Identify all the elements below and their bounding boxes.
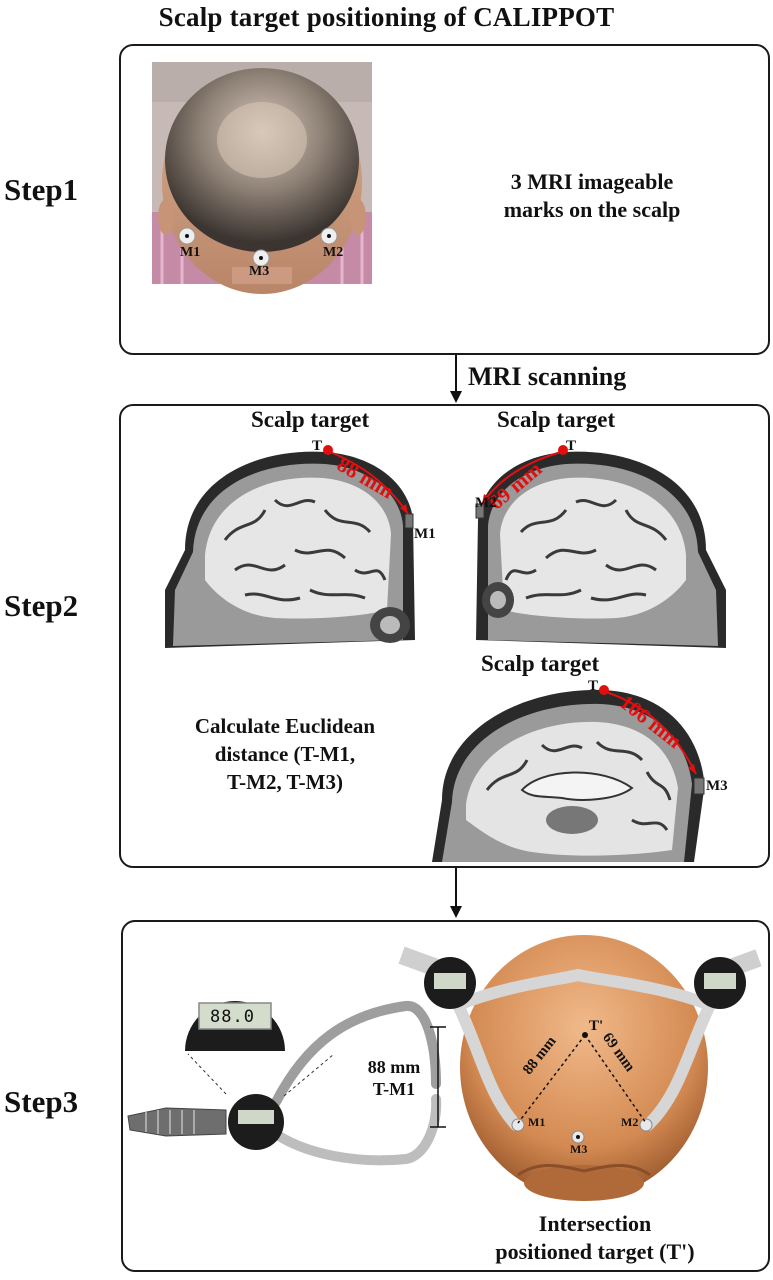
mri-scanning-label: MRI scanning <box>468 362 627 391</box>
step2-brain-left <box>165 440 425 648</box>
step2-caption-line1: Calculate Euclidean <box>194 714 376 738</box>
step2-right-distance-arrow <box>481 445 568 505</box>
step1-caption-line1: 3 MRI imageable <box>510 169 674 194</box>
step2-label: Step2 <box>4 588 79 623</box>
step2-left-scalp-target: Scalp target <box>251 407 370 432</box>
step3-mark-m1: M1 <box>528 1115 546 1129</box>
step2-bottom-mark: M3 <box>706 778 728 794</box>
step2-brain-right <box>470 440 726 648</box>
step3-label: Step3 <box>4 1084 79 1119</box>
step3-measure-line2: T-M1 <box>372 1079 416 1099</box>
step3-head-model <box>398 935 762 1201</box>
step3-caption-line2: positioned target (T') <box>495 1239 695 1264</box>
arrow-step1-to-step2 <box>450 355 462 403</box>
step3-measure-bracket <box>430 1026 446 1128</box>
step2-left-mark: M1 <box>414 526 436 542</box>
step3-mark-m2: M2 <box>621 1115 639 1129</box>
step2-brain-bottom <box>432 680 714 862</box>
step3-caption: Intersection positioned target (T') <box>450 1210 740 1266</box>
caliper-zoom-display <box>185 1001 285 1051</box>
step3-caption-line1: Intersection <box>538 1211 652 1236</box>
step3-measure-line1: 88 mm <box>367 1057 421 1077</box>
step2-caption-line3: T-M2, T-M3) <box>227 770 343 794</box>
step2-bottom-target-letter: T <box>588 678 599 694</box>
step3-measure-label: 88 mm T-M1 <box>354 1056 434 1100</box>
caliper-display-value: 88.0 <box>210 1007 255 1027</box>
step2-right-mark: M2 <box>475 495 497 511</box>
step2-right-target-letter: T <box>566 438 577 454</box>
step2-left-distance-arrow <box>323 445 409 515</box>
figure-title: Scalp target positioning of CALIPPOT <box>158 2 615 32</box>
step1-mark-m3: M3 <box>249 264 270 279</box>
arrow-step2-to-step3 <box>450 868 462 918</box>
step2-bottom-distance-arrow <box>599 685 697 775</box>
step1-head-photo <box>152 62 372 294</box>
step2-left-target-letter: T <box>312 438 323 454</box>
step1-mark-m2: M2 <box>323 245 344 260</box>
step1-label: Step1 <box>4 172 79 207</box>
step2-caption: Calculate Euclidean distance (T-M1, T-M2… <box>145 712 425 796</box>
step3-mark-m3: M3 <box>570 1142 588 1156</box>
step2-bottom-scalp-target: Scalp target <box>481 651 600 676</box>
step2-caption-line2: distance (T-M1, <box>214 742 356 766</box>
step1-mark-m1: M1 <box>180 245 201 260</box>
step2-right-scalp-target: Scalp target <box>497 407 616 432</box>
step1-caption: 3 MRI imageable marks on the scalp <box>462 168 722 224</box>
step3-target-prime: T' <box>589 1018 604 1034</box>
step1-caption-line2: marks on the scalp <box>503 197 681 222</box>
